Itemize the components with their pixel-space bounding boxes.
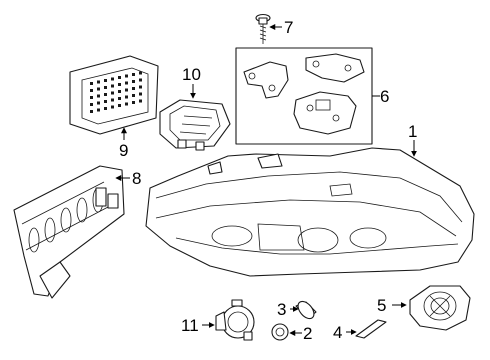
mounting-bracket-set [235, 47, 373, 145]
module-pin [111, 91, 114, 95]
callout-10: 10 [182, 65, 201, 84]
module-pin [97, 80, 100, 84]
module-pin [139, 92, 142, 96]
bracket-slot [76, 197, 88, 223]
wiring-connector [215, 299, 255, 341]
module-pin [132, 94, 135, 97]
module-pin [97, 108, 100, 112]
module-pin [90, 110, 93, 113]
module-pin [139, 71, 142, 75]
module-pin [97, 101, 100, 105]
module-pin [132, 101, 135, 104]
module-pin [104, 93, 107, 96]
module-pin [125, 95, 128, 99]
bolt [255, 13, 271, 44]
module-pin [104, 86, 107, 89]
module-pin [132, 87, 135, 90]
reflector-strip [355, 319, 387, 339]
module-pin [132, 80, 135, 83]
callout-6: 6 [380, 87, 389, 106]
bulb [295, 300, 317, 320]
module-pin [104, 79, 107, 82]
bulb-socket [271, 323, 289, 341]
module-pin [97, 94, 100, 98]
callout-4: 4 [333, 323, 342, 342]
led-driver-module [159, 99, 231, 151]
module-pin [118, 76, 121, 79]
module-pin [104, 100, 107, 103]
module-pin [139, 78, 142, 82]
module-pin [125, 102, 128, 106]
control-module [69, 55, 159, 135]
module-pin [118, 104, 121, 107]
module-pin [90, 103, 93, 106]
module-pin [90, 82, 93, 85]
module-pin [97, 87, 100, 91]
module-pin [139, 85, 142, 89]
module-pin [104, 107, 107, 110]
callout-7: 7 [284, 18, 293, 37]
module-pin [118, 97, 121, 100]
module-pin [111, 84, 114, 88]
module-pin [90, 89, 93, 92]
module-pin [125, 81, 128, 85]
callout-9: 9 [119, 141, 128, 160]
bracket-slot [28, 227, 40, 253]
module-pin [125, 74, 128, 78]
bracket-slot [60, 207, 72, 233]
callout-2: 2 [303, 324, 312, 343]
callout-11: 11 [181, 316, 199, 335]
cover-cap [409, 285, 471, 331]
callout-8: 8 [132, 169, 141, 188]
callout-1: 1 [408, 122, 417, 141]
module-pin [118, 90, 121, 93]
module-pin [132, 73, 135, 76]
module-pin [111, 77, 114, 81]
module-pin [139, 99, 142, 103]
callout-3: 3 [277, 300, 286, 319]
module-pin [118, 83, 121, 86]
bracket-slot [44, 217, 56, 243]
lower-bracket [13, 165, 125, 299]
module-pin [111, 98, 114, 102]
headlamp-assembly [145, 147, 475, 277]
module-pin [90, 96, 93, 99]
module-pin [111, 105, 114, 109]
module-pin [125, 88, 128, 92]
callout-5: 5 [377, 296, 386, 315]
